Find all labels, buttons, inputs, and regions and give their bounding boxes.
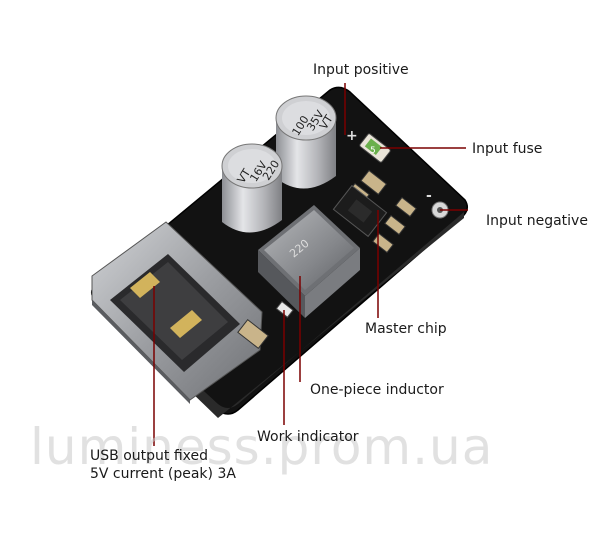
label-input-fuse: Input fuse [472, 141, 543, 157]
fuse-marking: 5 [370, 146, 376, 156]
label-work-indicator: Work indicator [257, 429, 359, 445]
label-usb-output-line1: USB output fixed [90, 448, 208, 464]
capacitor-large: 100 35V VT [275, 95, 337, 189]
capacitor-small: VT 16V 220 [221, 143, 283, 233]
input-minus-sign: - [426, 188, 432, 204]
usb-port [91, 221, 269, 404]
label-input-negative: Input negative [486, 213, 588, 229]
input-fuse-component: 5 [359, 133, 391, 163]
one-piece-inductor-component: 220 [258, 205, 360, 318]
work-indicator-led [275, 300, 294, 318]
label-one-piece-inductor: One-piece inductor [310, 382, 444, 398]
watermark: luminess.prom.ua [30, 418, 494, 476]
label-usb-output-line2: 5V current (peak) 3A [90, 466, 236, 482]
label-master-chip: Master chip [365, 321, 447, 337]
leader-lines [153, 83, 468, 446]
label-input-positive: Input positive [313, 62, 409, 78]
input-plus-sign: + [346, 128, 358, 144]
